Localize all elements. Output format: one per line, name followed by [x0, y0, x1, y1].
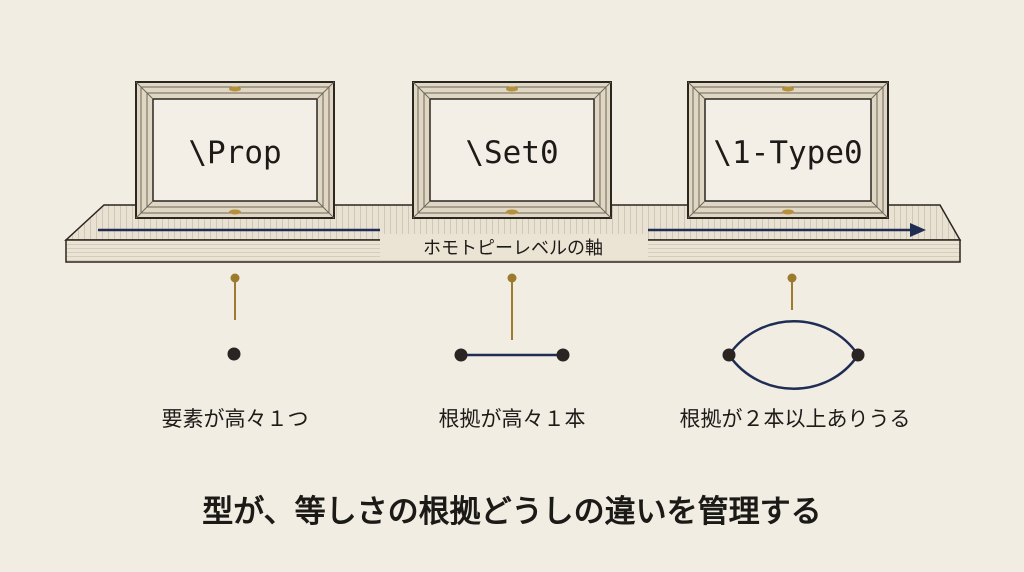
gold-pin-icon — [230, 273, 240, 283]
frame-label: \Prop — [188, 135, 281, 171]
example-caption: 根拠が２本以上ありうる — [680, 407, 911, 431]
axis-arrowhead-icon — [910, 223, 926, 237]
point-icon — [227, 347, 241, 361]
point-icon — [454, 348, 468, 362]
example-caption: 要素が高々１つ — [162, 407, 309, 431]
example-set0: 根拠が高々１本 — [439, 273, 586, 431]
frame-1type0: \1-Type0 — [687, 81, 889, 219]
point-icon — [556, 348, 570, 362]
path-edge-lower — [727, 354, 860, 390]
frame-label: \Set0 — [465, 135, 558, 171]
path-edge-upper — [727, 320, 860, 356]
frame-hinge-icon — [782, 209, 794, 215]
frame-hinge-icon — [506, 209, 518, 215]
gold-pin-icon — [787, 273, 797, 283]
example-caption: 根拠が高々１本 — [439, 407, 586, 431]
frame-hinge-icon — [506, 86, 518, 92]
summary-text: 型が、等しさの根拠どうしの違いを管理する — [202, 494, 821, 530]
example-1type0: 根拠が２本以上ありうる — [680, 273, 911, 431]
frame-hinge-icon — [229, 209, 241, 215]
axis-label: ホモトピーレベルの軸 — [423, 238, 603, 259]
homotopy-axis: ホモトピーレベルの軸 — [98, 223, 926, 260]
point-icon — [851, 348, 865, 362]
frame-prop: \Prop — [135, 81, 335, 219]
point-icon — [722, 348, 736, 362]
frame-label: \1-Type0 — [713, 135, 862, 171]
example-prop: 要素が高々１つ — [162, 273, 309, 431]
frame-hinge-icon — [229, 86, 241, 92]
frame-set0: \Set0 — [412, 81, 612, 219]
frame-hinge-icon — [782, 86, 794, 92]
gold-pin-icon — [507, 273, 517, 283]
